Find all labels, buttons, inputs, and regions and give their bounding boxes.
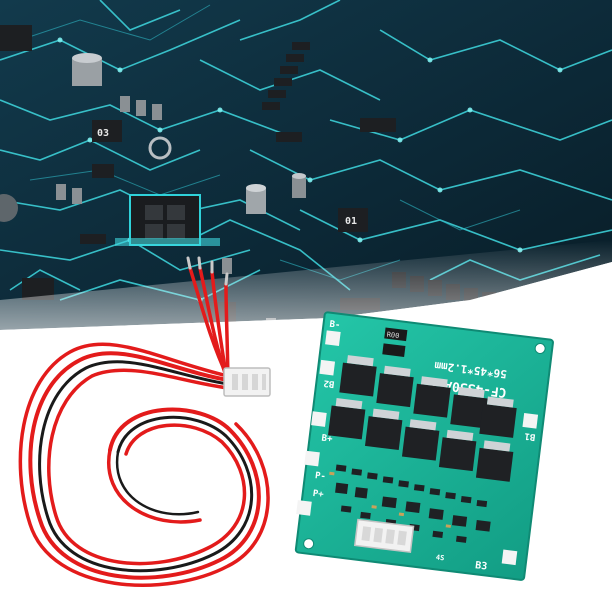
solder-pads: [296, 330, 539, 566]
mosfet-array: [327, 355, 517, 482]
chip-01: [338, 208, 368, 232]
svg-text:B+: B+: [321, 434, 334, 445]
chip-label-03: 03: [97, 128, 109, 139]
board-connector: 4S: [353, 518, 445, 562]
bms-board: CF-4S30A-A 56*45*1.2mm R00: [294, 311, 554, 581]
svg-text:B1: B1: [524, 430, 536, 441]
chip-label-01: 01: [345, 216, 357, 227]
chip-03: [92, 120, 122, 142]
svg-text:4S: 4S: [435, 553, 444, 562]
cable-connector: [223, 367, 271, 397]
svg-text:B2: B2: [323, 377, 335, 388]
svg-text:B-: B-: [329, 320, 341, 331]
svg-text:R00: R00: [386, 331, 400, 340]
smd-components: [329, 464, 491, 543]
pad-labels: B- B2 B1 B+ P- P+ B3: [312, 320, 536, 573]
current-sense-resistor: [384, 327, 408, 342]
svg-text:B3: B3: [475, 560, 488, 572]
svg-text:P+: P+: [312, 489, 325, 500]
svg-text:P-: P-: [314, 471, 326, 482]
